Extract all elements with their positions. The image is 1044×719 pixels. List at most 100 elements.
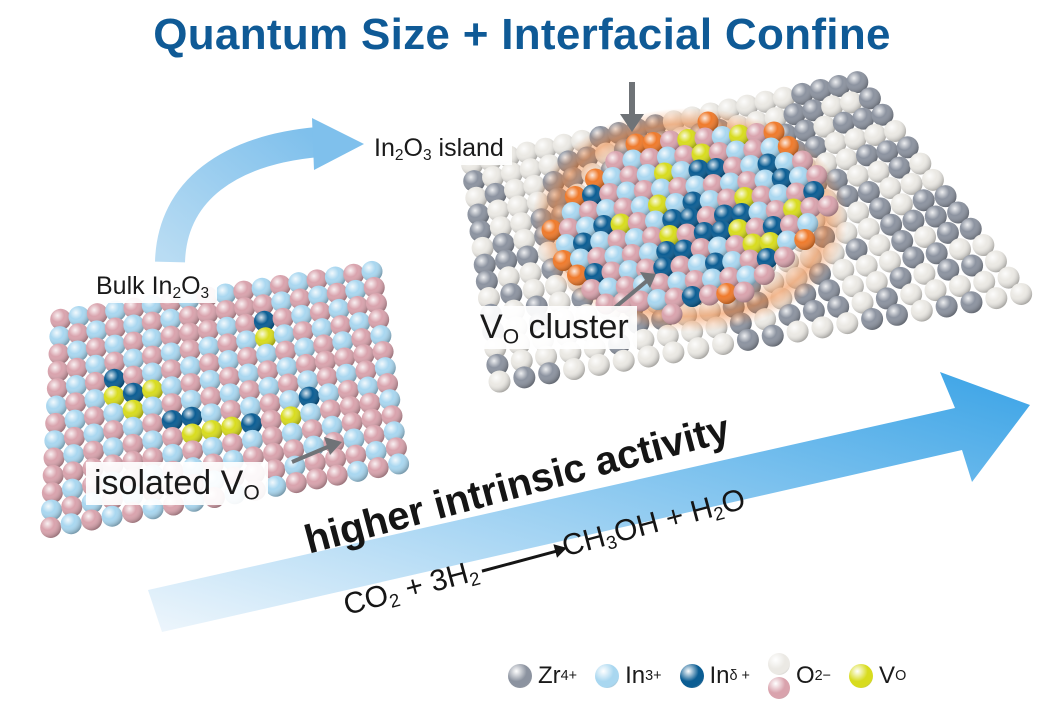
oxygen-atom-shade [489, 216, 512, 239]
oxygen-atom-shade [985, 287, 1008, 310]
in3-atom-shade [624, 228, 646, 249]
atom-shade [379, 389, 401, 411]
in3-atom-shade [665, 193, 687, 214]
in-delta-atom-shade [582, 184, 603, 206]
atom-shade [256, 343, 278, 365]
atom-shade [197, 319, 219, 341]
zr-atom-shade [736, 328, 759, 351]
oxygen-atom-shade [579, 200, 600, 222]
oxygen-atom-shade [924, 279, 947, 302]
atom-shade [341, 412, 363, 434]
zr-atom-shade [924, 205, 947, 228]
oxygen-atom-shade [884, 119, 907, 142]
oxygen-atom-shade [737, 171, 759, 192]
in3-atom-shade [561, 202, 583, 223]
in3-atom-shade [699, 190, 721, 211]
atom-shade [236, 330, 258, 352]
zr-atom-shade [827, 75, 850, 98]
atom-shade [45, 412, 67, 434]
oxygen-atom-shade [844, 127, 867, 150]
zr-atom-shade [925, 242, 948, 265]
oxygen-atom-shade [846, 164, 869, 187]
in-delta-atom-shade [756, 248, 778, 269]
oxygen-atom-shade [1010, 282, 1033, 305]
atom-shade [216, 316, 238, 338]
zr-atom-shade [858, 87, 881, 110]
vacancy-atom-shade [181, 423, 203, 445]
atom-shade [202, 436, 224, 458]
in3-atom-shade [671, 161, 693, 182]
atom-shade [104, 334, 126, 356]
zr-atom-shade [896, 136, 919, 159]
zr-atom-shade [947, 201, 970, 224]
atom-shade [372, 341, 394, 363]
atom-shade [160, 325, 182, 347]
atom-shade [60, 513, 82, 535]
vacancy-atom-shade [610, 213, 632, 235]
oxygen-atom-shade [973, 270, 996, 293]
oxygen-atom-shade [621, 244, 643, 265]
in3-atom-shade [651, 178, 672, 200]
interface-atom-shade [697, 111, 719, 133]
atom-shade [63, 426, 85, 448]
atom-shade [122, 416, 144, 438]
in3-atom-shade [774, 152, 796, 173]
zr-atom-shade [832, 111, 855, 134]
in-delta-atom-shade [705, 252, 726, 274]
in-delta-atom-shade [103, 368, 125, 390]
in-delta-atom-shade [662, 209, 684, 230]
zr-atom-shade [802, 299, 825, 322]
zr-atom-shade [538, 362, 561, 385]
zr-atom-shade [902, 209, 925, 232]
atom-shade [367, 457, 389, 479]
atom-shade [49, 326, 71, 348]
zr-atom-shade [809, 78, 832, 101]
zr-ball-icon [508, 664, 532, 688]
vacancy-atom-shade [742, 233, 764, 255]
oxygen-atom-shade [587, 353, 610, 376]
oxygen-atom-shade [676, 223, 698, 245]
vacancy-atom-shade [142, 379, 164, 401]
atom-shade [142, 413, 164, 435]
atom-shade [363, 424, 385, 446]
atom-shade [345, 279, 367, 301]
vacancy-atom-shade [783, 198, 804, 220]
interface-atom-shade [774, 246, 795, 268]
oxygen-atom-shade [864, 123, 887, 146]
oxygen-atom-shade [948, 274, 971, 297]
cluster-pointer-arrow [610, 272, 656, 312]
in-delta-atom-shade [711, 220, 732, 242]
atom-shade [103, 420, 125, 442]
vacancy-ball-icon [849, 664, 874, 688]
atom-shade [161, 359, 183, 381]
oxygen-atom-shade [909, 152, 932, 175]
vacancy-atom-shade [728, 219, 750, 240]
atom-shade [283, 439, 305, 461]
vacancy-atom-shade [221, 416, 243, 438]
atom-shade [161, 393, 183, 415]
atom-shade [237, 346, 259, 368]
oxygen-atom-shade [587, 247, 609, 268]
oxygen-atom-shade [702, 174, 724, 195]
atom-shade [318, 383, 340, 405]
atom-shade [388, 453, 410, 475]
atom-shade [343, 428, 365, 450]
in3-atom-shade [777, 230, 798, 252]
zr-atom-shade [783, 103, 806, 126]
in3-atom-shade [768, 184, 790, 205]
oxygen-atom-shade [510, 349, 533, 372]
vacancy-atom-shade [103, 385, 125, 407]
atom-shade [123, 331, 145, 353]
atom-shade [65, 375, 87, 397]
zr-atom-shade [500, 282, 523, 305]
oxygen-atom-shade [865, 271, 888, 294]
in-delta-atom-shade [757, 153, 779, 175]
in-delta-atom-shade [714, 204, 735, 226]
atom-shade [260, 409, 282, 431]
oxygen-atom-shade [696, 206, 718, 227]
oxygen-atom-shade [900, 172, 923, 195]
atom-shade [316, 366, 338, 388]
in-delta-atom-shade [593, 215, 615, 236]
